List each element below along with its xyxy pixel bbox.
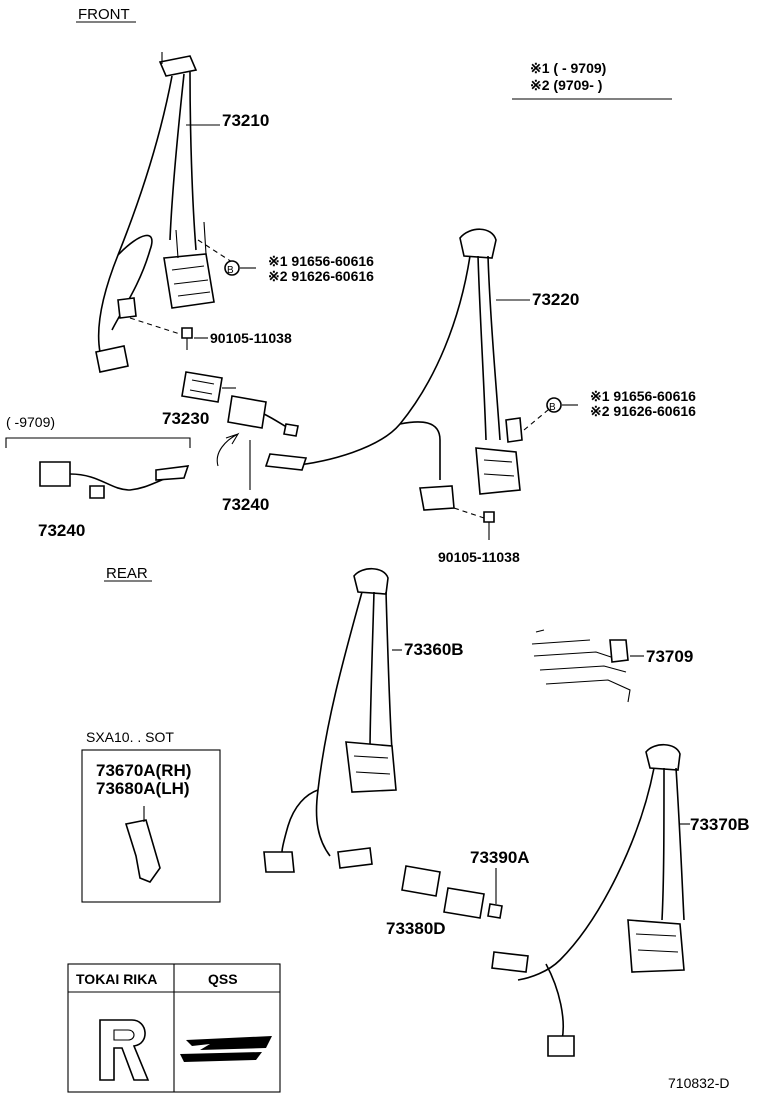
part-bolt2-row2: ※2 91626-60616 [590, 403, 696, 419]
maker-col-2: QSS [208, 971, 238, 987]
sxa-frame [81, 749, 221, 903]
bracket-bolt-icon [609, 639, 629, 663]
anchor-bolt-icon-right [483, 511, 495, 523]
qss-logo-icon [180, 1036, 272, 1062]
drawing-code: 710832-D [668, 1075, 730, 1091]
retractor-rear [345, 741, 397, 793]
shoulder-anchor-rear [353, 567, 389, 595]
maker-col-1: TOKAI RIKA [76, 971, 157, 987]
part-73390A: 73390A [470, 848, 530, 867]
maker-table: TOKAI RIKA QSS [67, 963, 281, 1093]
legend-row-1: ※1 ( - 9709) [530, 60, 606, 76]
part-73230: 73230 [162, 409, 209, 428]
part-73210: 73210 [222, 111, 269, 130]
part-bolt2-row1: ※1 91656-60616 [590, 388, 696, 404]
part-90105-b: 90105-11038 [438, 549, 520, 565]
part-73380D: 73380D [386, 919, 446, 938]
tokai-rika-logo-icon [99, 1019, 150, 1081]
floor-bracket-assembly: 73709 [531, 629, 693, 703]
retractor-right [475, 447, 521, 495]
part-73370B: 73370B [690, 815, 750, 834]
svg-text:B: B [227, 265, 234, 276]
buckle-73240 [227, 395, 267, 429]
retractor [163, 253, 215, 309]
rear-side-belt-assembly: 73370B 73390A 73380D [386, 743, 750, 1057]
rear-center-belt-assembly: 73360B [263, 567, 464, 873]
part-bolt1-row2: ※2 91626-60616 [268, 268, 374, 284]
webbing-diagonal [97, 75, 173, 353]
buckle-73390A [443, 887, 485, 919]
part-73220: 73220 [532, 290, 579, 309]
part-73670A: 73670A(RH) [96, 761, 191, 780]
part-73240-b: 73240 [222, 495, 269, 514]
legend-row-2: ※2 (9709- ) [530, 77, 602, 93]
arrow-icon [216, 432, 240, 467]
buckle-73230 [181, 371, 223, 403]
buckle-73380D [401, 865, 441, 897]
part-90105-a: 90105-11038 [210, 330, 292, 346]
part-73709: 73709 [646, 647, 693, 666]
circle-marker-b-1 [224, 260, 240, 276]
retractor-rear-right [627, 919, 685, 973]
inset-buckle [39, 461, 71, 487]
sxa-title: SXA10. . SOT [86, 729, 174, 745]
front-right-belt-assembly: B 73220 ※1 91656-60616 ※2 91626-60616 90… [264, 228, 696, 565]
shoulder-anchor-right [459, 228, 497, 259]
shoulder-anchor-rear-right [645, 743, 681, 771]
part-73680A: 73680A(LH) [96, 779, 190, 798]
lower-anchor [95, 345, 129, 373]
lower-anchor-right [419, 485, 455, 511]
section-front-label: FRONT [78, 6, 130, 23]
part-73360B: 73360B [404, 640, 464, 659]
section-rear-label: REAR [106, 565, 148, 582]
inset-range-label: ( -9709) [6, 414, 55, 430]
front-buckle-group: 73230 73240 [162, 371, 299, 514]
circle-marker-b-2 [546, 397, 562, 413]
shoulder-anchor [158, 55, 198, 77]
inset-9709: ( -9709) 73240 [5, 414, 191, 540]
part-bolt1-row1: ※1 91656-60616 [268, 253, 374, 269]
anchor-bolt-icon [181, 327, 193, 339]
svg-text:B: B [549, 402, 556, 413]
legend: ※1 ( - 9709) ※2 (9709- ) [512, 60, 672, 100]
front-left-belt-assembly: B 73210 ※1 91656-60616 ※2 91626-60616 90… [95, 52, 374, 373]
part-73240-a: 73240 [38, 521, 85, 540]
sxa-inset: SXA10. . SOT 73670A(RH) 73680A(LH) [81, 729, 221, 903]
sxa-bracket [124, 819, 161, 883]
